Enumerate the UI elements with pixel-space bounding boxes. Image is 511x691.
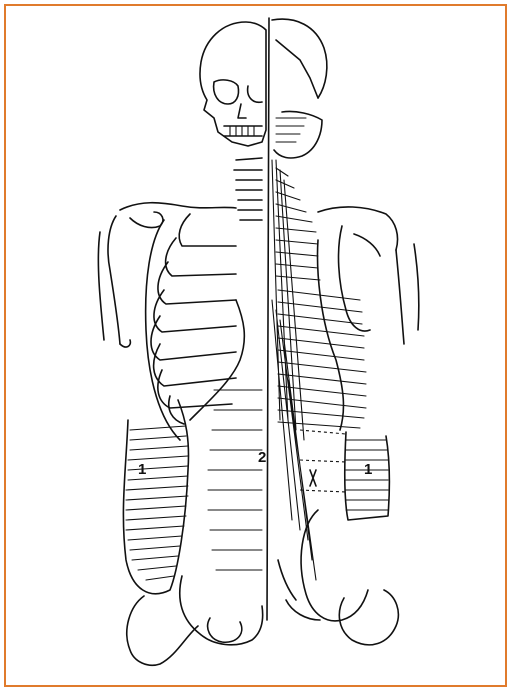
right-trapezius-muscle bbox=[276, 168, 320, 280]
skull-back bbox=[272, 19, 327, 158]
right-erector-spinae bbox=[272, 160, 316, 580]
left-quadratus-muscle bbox=[123, 400, 188, 594]
left-rib-cage bbox=[146, 214, 245, 440]
right-quadratus-muscle bbox=[300, 430, 389, 520]
right-shoulder-blade bbox=[318, 207, 419, 344]
left-pelvis bbox=[127, 576, 263, 665]
skull-front bbox=[200, 22, 266, 146]
label-center-2: 2 bbox=[258, 449, 266, 466]
right-pelvis bbox=[278, 510, 398, 645]
left-spine-segments bbox=[208, 390, 262, 570]
label-right-1: 1 bbox=[364, 461, 372, 478]
label-left-1: 1 bbox=[138, 461, 146, 478]
body-midline bbox=[267, 18, 269, 620]
cervical-spine bbox=[234, 158, 262, 220]
